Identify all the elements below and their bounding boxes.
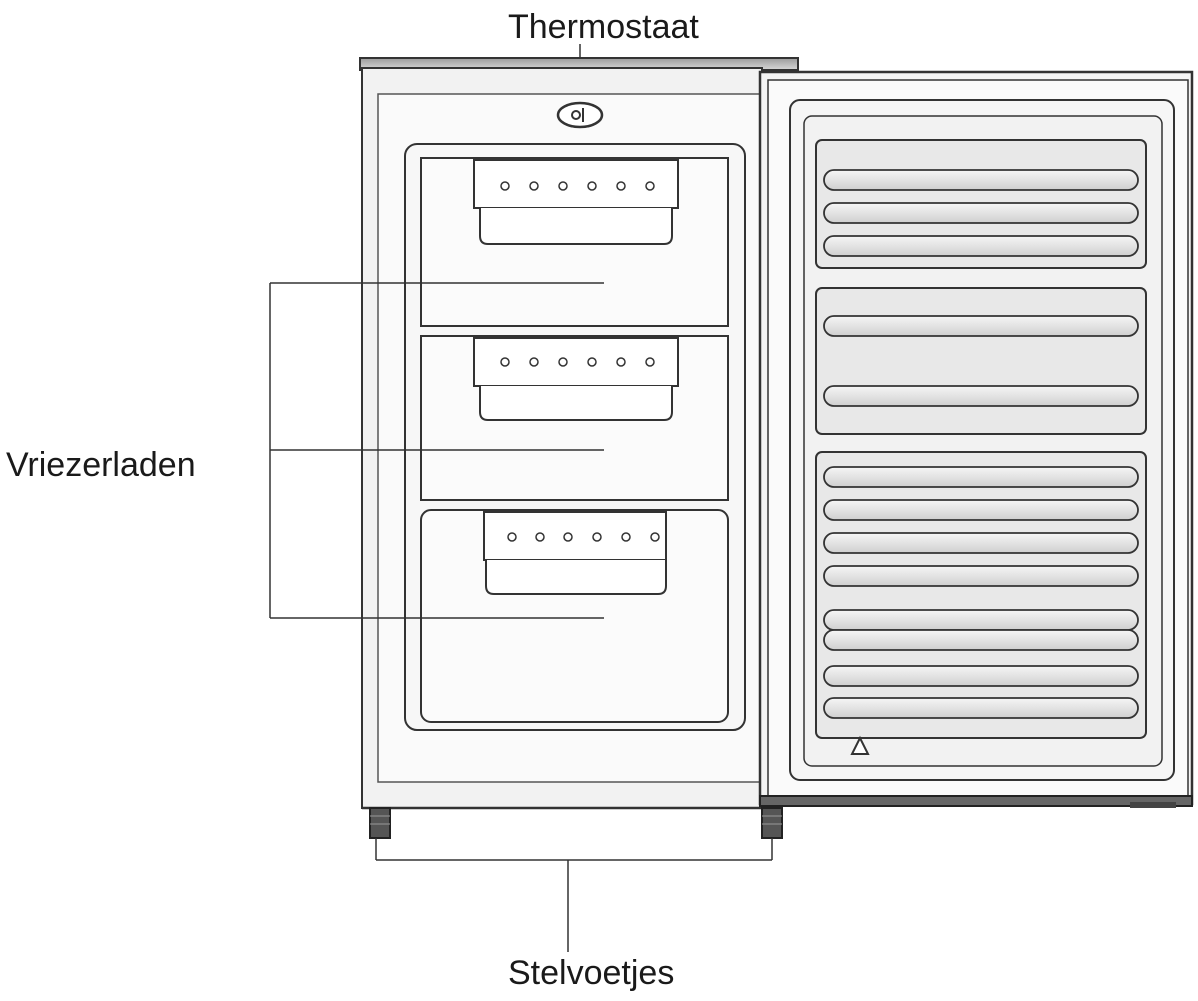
thermostat-label: Thermostaat	[508, 8, 699, 46]
leader-lines	[269, 44, 773, 952]
adjustable-foot-left	[369, 807, 391, 839]
adjustable-feet-label: Stelvoetjes	[508, 954, 675, 992]
freezer-drawer-2	[420, 335, 729, 501]
freezer-drawer-3	[420, 509, 729, 723]
freezer-drawers-label: Vriezerladen	[6, 446, 196, 484]
freezer-door	[758, 70, 1194, 808]
thermostat-knob	[556, 101, 604, 129]
adjustable-foot-right	[761, 807, 783, 839]
freezer-drawer-1	[420, 157, 729, 327]
